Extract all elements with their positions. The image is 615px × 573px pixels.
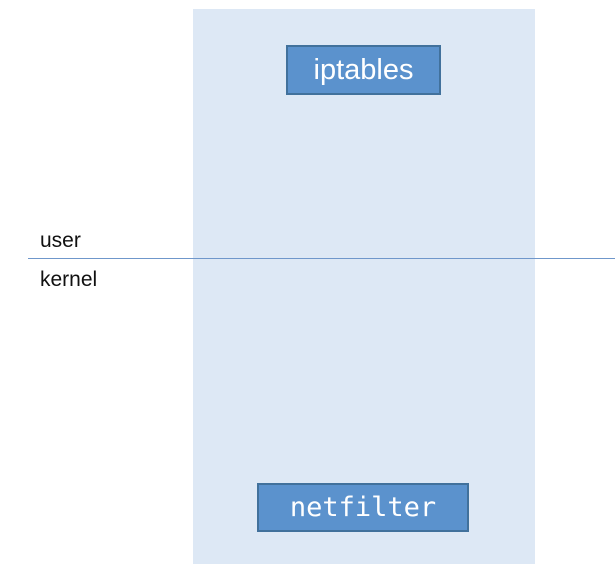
kernel-space-label: kernel <box>40 268 98 291</box>
user-space-label: user <box>40 229 81 252</box>
iptables-box: iptables <box>286 45 441 95</box>
netfilter-box: netfilter <box>257 483 469 532</box>
user-kernel-divider <box>28 258 615 259</box>
architecture-panel <box>193 9 535 564</box>
